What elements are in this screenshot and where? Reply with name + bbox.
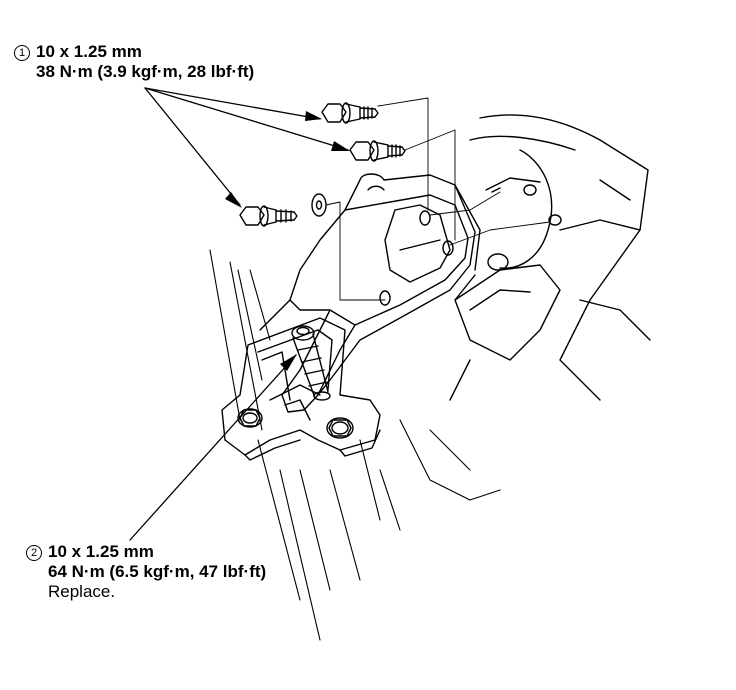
through-bolt <box>291 325 331 401</box>
leader-arrowheads <box>225 111 350 371</box>
callout-through-bolt: 2 10 x 1.25 mm 64 N·m (6.5 kgf·m, 47 lbf·… <box>26 542 266 602</box>
callout-2-note: Replace. <box>48 582 116 601</box>
upper-bolt-3 <box>239 205 298 227</box>
frame-linework <box>209 249 501 641</box>
callout-1-spec-line: 1 10 x 1.25 mm <box>14 42 254 62</box>
upper-bolt-2 <box>349 140 406 162</box>
upper-bolt-1 <box>321 102 379 124</box>
callout-1-torque: 38 N·m (3.9 kgf·m, 28 lbf·ft) <box>36 62 255 81</box>
washer <box>311 193 327 217</box>
transmission-housing <box>449 114 651 401</box>
callout-1-spec: 10 x 1.25 mm <box>36 42 142 61</box>
callout-upper-bolts: 1 10 x 1.25 mm 38 N·m (3.9 kgf·m, 28 lbf·… <box>14 42 254 82</box>
base-bolts <box>237 408 354 439</box>
callout-1-number: 1 <box>14 45 30 61</box>
mount-bracket <box>259 173 481 413</box>
leader-lines <box>129 87 349 541</box>
callout-2-spec-line: 2 10 x 1.25 mm <box>26 542 266 562</box>
mount-base <box>221 317 381 461</box>
alignment-lines <box>325 97 551 301</box>
callout-2-number: 2 <box>26 545 42 561</box>
callout-2-spec: 10 x 1.25 mm <box>48 542 154 561</box>
callout-2-torque: 64 N·m (6.5 kgf·m, 47 lbf·ft) <box>48 562 267 581</box>
